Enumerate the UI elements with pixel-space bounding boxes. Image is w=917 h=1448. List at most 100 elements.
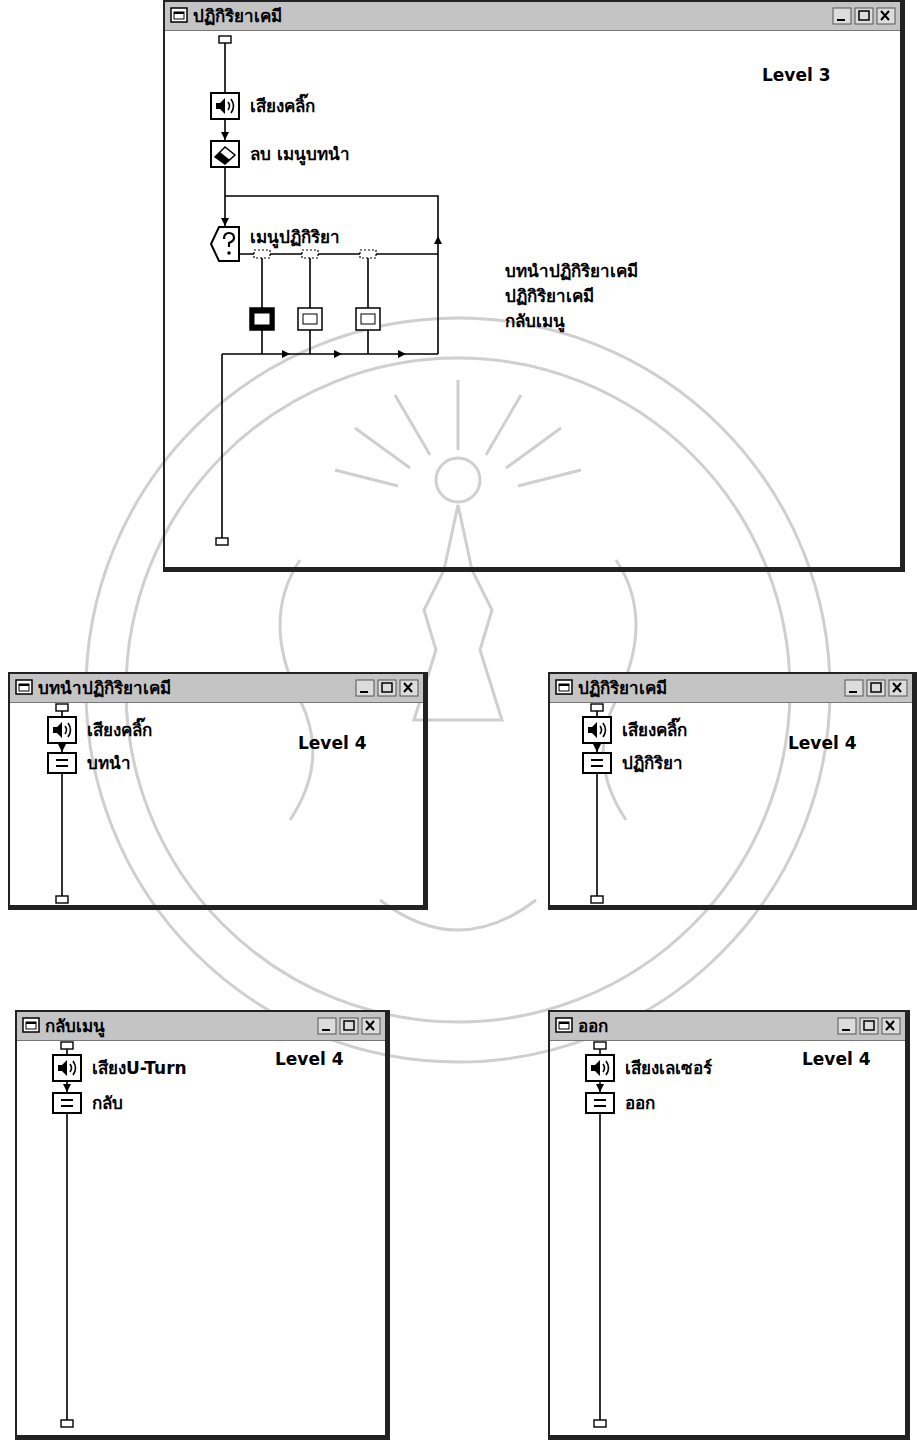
window-title: ปฏิกิริยาเคมี bbox=[578, 677, 667, 699]
seal-sun bbox=[436, 458, 480, 502]
sound-icon bbox=[47, 716, 77, 744]
start-marker bbox=[61, 1042, 73, 1049]
start-marker bbox=[219, 36, 231, 43]
icon-part bbox=[864, 1021, 874, 1030]
icon-label: เสียงU-Turn bbox=[92, 1057, 187, 1079]
icon-part bbox=[837, 19, 845, 21]
icon-part bbox=[556, 1018, 572, 1032]
icon-part bbox=[65, 723, 71, 737]
branch-line bbox=[262, 330, 368, 354]
icon-part bbox=[211, 141, 239, 167]
end-marker bbox=[61, 1420, 73, 1427]
level-text: Level 3 bbox=[762, 65, 831, 85]
calc-icon bbox=[52, 1092, 82, 1114]
icon-part bbox=[594, 1100, 606, 1106]
icon-part bbox=[356, 680, 374, 696]
title-bar: ออก bbox=[550, 1012, 905, 1041]
icon-part bbox=[859, 11, 869, 20]
erase-icon-node: ลบ เมนูบทนำ bbox=[210, 140, 350, 168]
icon-part bbox=[362, 1018, 380, 1034]
icon-part bbox=[215, 147, 235, 164]
icon-part bbox=[26, 1022, 36, 1029]
icon-part bbox=[53, 722, 62, 738]
icon-label: ปฏิกิริยา bbox=[622, 752, 683, 774]
title-bar: กลับเมนู bbox=[17, 1012, 385, 1041]
arrowhead bbox=[334, 350, 342, 358]
map-icon bbox=[298, 308, 322, 330]
icon-part bbox=[881, 11, 889, 20]
map-icon bbox=[250, 308, 274, 330]
end-marker bbox=[591, 896, 603, 903]
icon-label: ลบ เมนูบทนำ bbox=[250, 143, 350, 165]
icon-part bbox=[344, 1021, 354, 1030]
response-name: กลับเมนู bbox=[505, 310, 565, 332]
icon-label: เมนูปฏิกิริยา bbox=[250, 226, 340, 248]
icon-part bbox=[23, 1018, 39, 1032]
flowline-window: บทนำปฏิกิริยาเคมีLevel 4เสียงคลิ๊กบทนำ bbox=[8, 672, 428, 910]
calc-icon-node: กลับ bbox=[52, 1092, 123, 1114]
level-label: Level 4 bbox=[802, 1048, 871, 1070]
map-icon-inner bbox=[303, 314, 317, 324]
icon-part bbox=[48, 717, 76, 743]
flowline-window: กลับเมนูLevel 4เสียงU-Turnกลับ bbox=[15, 1010, 390, 1440]
map-icon bbox=[356, 308, 380, 330]
icon-part bbox=[228, 99, 234, 113]
start-marker bbox=[591, 704, 603, 711]
map-icon-inner bbox=[361, 314, 375, 324]
inter-icon bbox=[210, 226, 240, 262]
response-type bbox=[360, 250, 376, 258]
window-icon bbox=[15, 679, 33, 695]
icon-part bbox=[400, 680, 418, 696]
window-buttons bbox=[832, 7, 896, 25]
icon-part bbox=[227, 251, 231, 255]
icon-part bbox=[559, 1022, 569, 1024]
icon-part bbox=[53, 1055, 81, 1081]
icon-part bbox=[838, 1018, 856, 1034]
exit-line bbox=[222, 354, 438, 538]
response-type bbox=[302, 250, 318, 258]
sound-icon-node: เสียงเลเซอร์ bbox=[585, 1054, 712, 1082]
level-label: Level 4 bbox=[298, 732, 367, 754]
response-name: บทนำปฏิกิริยาเคมี bbox=[505, 260, 638, 282]
icon-part bbox=[556, 680, 572, 694]
flowline-window: ปฏิกิริยาเคมี Level 4 เสียงคลิ๊กปฏิกิริยา bbox=[548, 672, 917, 910]
sound-icon-node: เสียงคลิ๊ก bbox=[582, 716, 687, 744]
icon-part bbox=[211, 93, 239, 119]
window-icon bbox=[22, 1017, 40, 1033]
window-title: กลับเมนู bbox=[45, 1015, 105, 1037]
icon-part bbox=[366, 1021, 374, 1030]
icon-part bbox=[559, 684, 569, 691]
icon-part bbox=[382, 683, 392, 692]
response-type bbox=[254, 250, 270, 258]
icon-part bbox=[360, 691, 368, 693]
window-title: ปฏิกิริยาเคมี bbox=[193, 5, 282, 27]
level-label: Level 4 bbox=[788, 732, 857, 754]
icon-part bbox=[16, 680, 32, 694]
response-name-text: กลับเมนู bbox=[505, 311, 565, 331]
map-icons bbox=[250, 308, 380, 330]
window-title-text: ปฏิกิริยาเคมี bbox=[193, 6, 282, 26]
inter-icon-node: เมนูปฏิกิริยา bbox=[210, 226, 340, 262]
response-name: ปฏิกิริยาเคมี bbox=[505, 285, 594, 307]
calc-icon-node: ออก bbox=[585, 1092, 655, 1114]
icon-part bbox=[882, 1018, 900, 1034]
icon-part bbox=[586, 1055, 614, 1081]
level-text: Level 4 bbox=[788, 733, 857, 753]
icon-part bbox=[588, 722, 597, 738]
icon-part bbox=[833, 8, 851, 24]
icon-part bbox=[860, 1018, 878, 1034]
seal-rays bbox=[335, 380, 581, 486]
window-buttons bbox=[317, 1017, 381, 1035]
window-icon bbox=[555, 1017, 573, 1033]
map-icon-inner bbox=[255, 314, 269, 324]
icon-part bbox=[591, 1060, 600, 1076]
icon-part bbox=[70, 1061, 76, 1075]
icon-part bbox=[591, 760, 603, 766]
icon-part bbox=[61, 1100, 73, 1106]
sound-icon bbox=[582, 716, 612, 744]
icon-part bbox=[893, 683, 901, 692]
icon-part bbox=[53, 1093, 81, 1113]
icon-part bbox=[867, 680, 885, 696]
icon-part bbox=[842, 1029, 850, 1031]
arrowhead bbox=[398, 350, 406, 358]
